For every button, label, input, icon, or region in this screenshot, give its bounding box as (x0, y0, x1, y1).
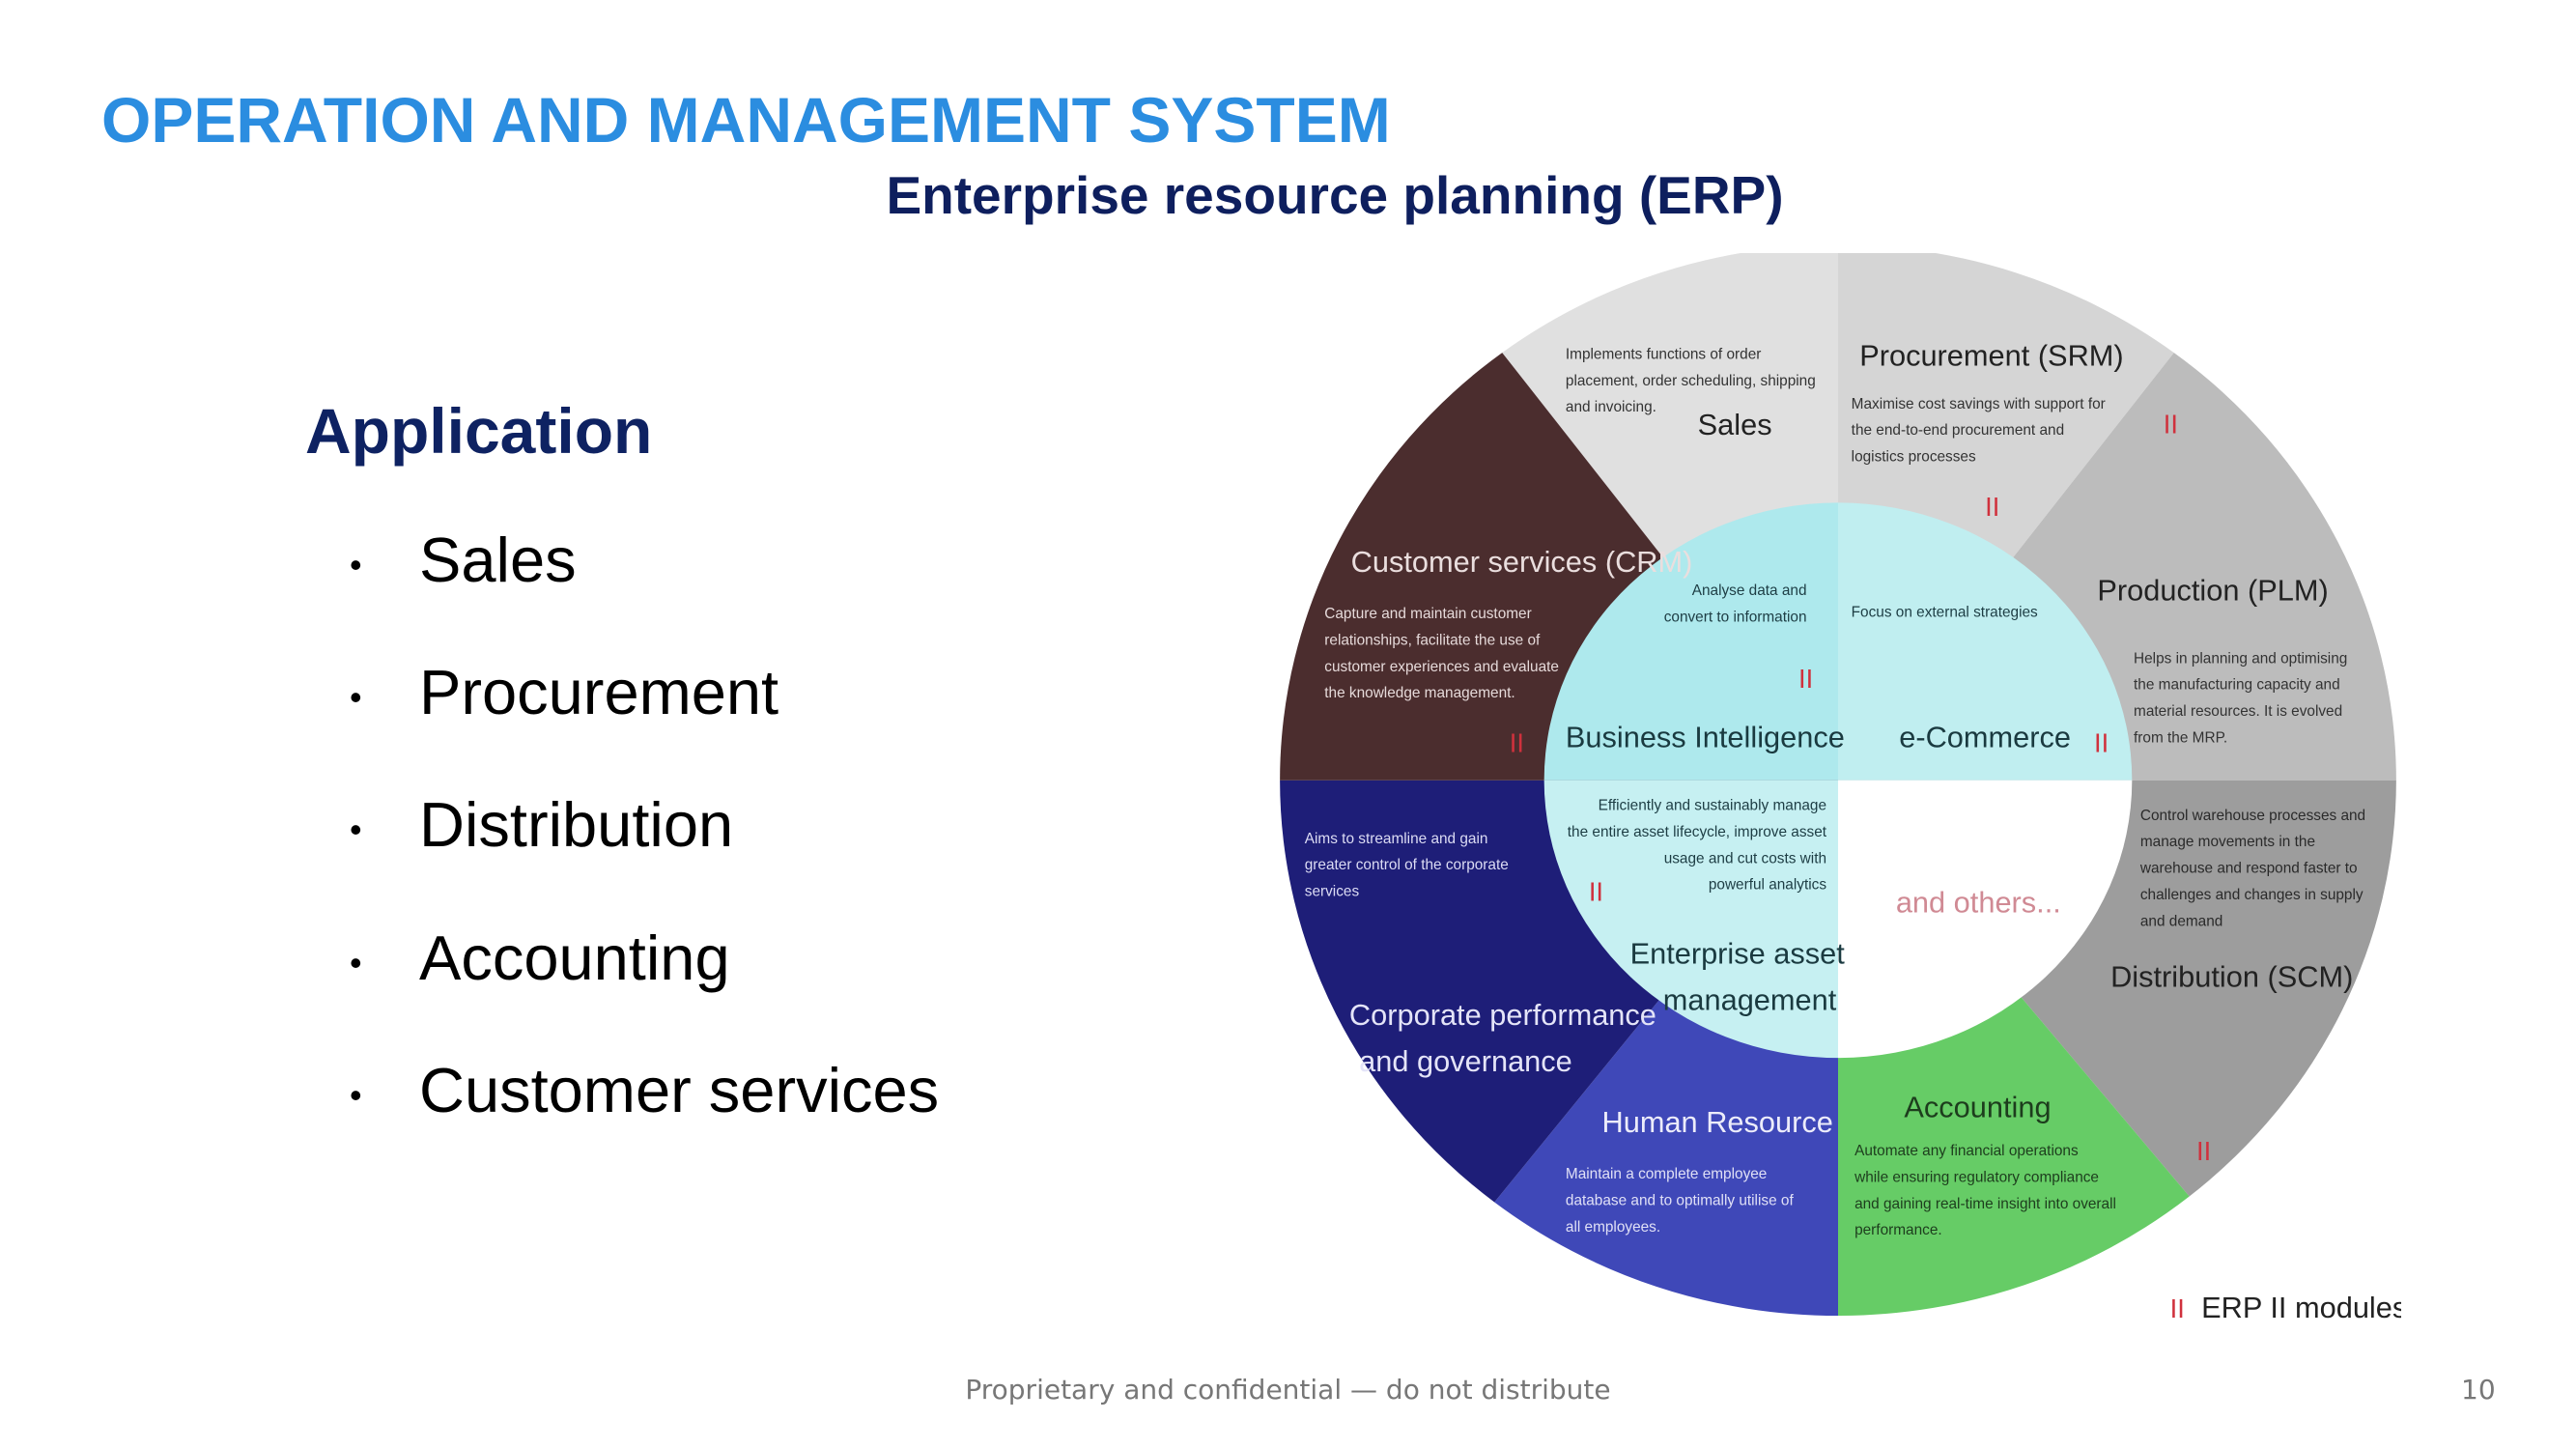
bullet-item: • Customer services (350, 1054, 939, 1126)
ecommerce-description: Focus on external strategies (1852, 604, 2038, 620)
bullet-item: • Distribution (350, 788, 733, 861)
erp2-mark-icon: II (2196, 1136, 2211, 1166)
crm-title: Customer services (CRM) (1351, 545, 1693, 579)
bullet-item: • Sales (350, 524, 577, 596)
procurement-title: Procurement (SRM) (1859, 338, 2123, 372)
erp2-mark-icon: II (2094, 728, 2109, 758)
inner-enterprise-asset-management (1543, 780, 1838, 1059)
bullet-text: Distribution (419, 789, 734, 860)
hr-title: Human Resource (1602, 1105, 1833, 1139)
inner-ecommerce (1838, 502, 2133, 781)
bullet-icon: • (350, 942, 362, 982)
bullet-item: • Accounting (350, 922, 730, 994)
inner-business-intelligence (1543, 502, 1838, 781)
bi-title: Business Intelligence (1566, 721, 1845, 754)
erp2-mark-icon: II (1510, 728, 1524, 758)
slide-subtitle: Enterprise resource planning (ERP) (886, 165, 1784, 225)
sales-title: Sales (1698, 408, 1772, 441)
erp2-mark-icon: II (1589, 877, 1603, 907)
legend-label: ERP II modules (2201, 1291, 2401, 1324)
bullet-icon: • (350, 1074, 362, 1115)
footer-confidential: Proprietary and confidential — do not di… (965, 1374, 1611, 1406)
bullet-icon: • (350, 676, 362, 717)
inner-others (1838, 780, 2133, 1059)
slide-title: OPERATION AND MANAGEMENT SYSTEM (101, 84, 1391, 156)
bullet-text: Procurement (419, 657, 779, 727)
legend-erp2-icon: II (2170, 1293, 2185, 1323)
erp2-mark-icon: II (1985, 492, 1999, 522)
ecommerce-title: e-Commerce (1899, 721, 2071, 754)
application-heading: Application (305, 395, 653, 467)
accounting-title: Accounting (1904, 1091, 2051, 1124)
erp2-mark-icon: II (1798, 664, 1813, 694)
page-number: 10 (2461, 1374, 2496, 1406)
bullet-text: Customer services (419, 1055, 940, 1125)
bullet-item: • Procurement (350, 656, 778, 728)
production-title: Production (PLM) (2097, 573, 2328, 607)
bullet-icon: • (350, 544, 362, 584)
bullet-text: Sales (419, 525, 577, 595)
distribution-title: Distribution (SCM) (2110, 960, 2353, 994)
erp2-mark-icon: II (2164, 409, 2178, 439)
bullet-icon: • (350, 809, 362, 849)
bullet-text: Accounting (419, 923, 730, 993)
and-others-label: and others... (1896, 886, 2061, 920)
